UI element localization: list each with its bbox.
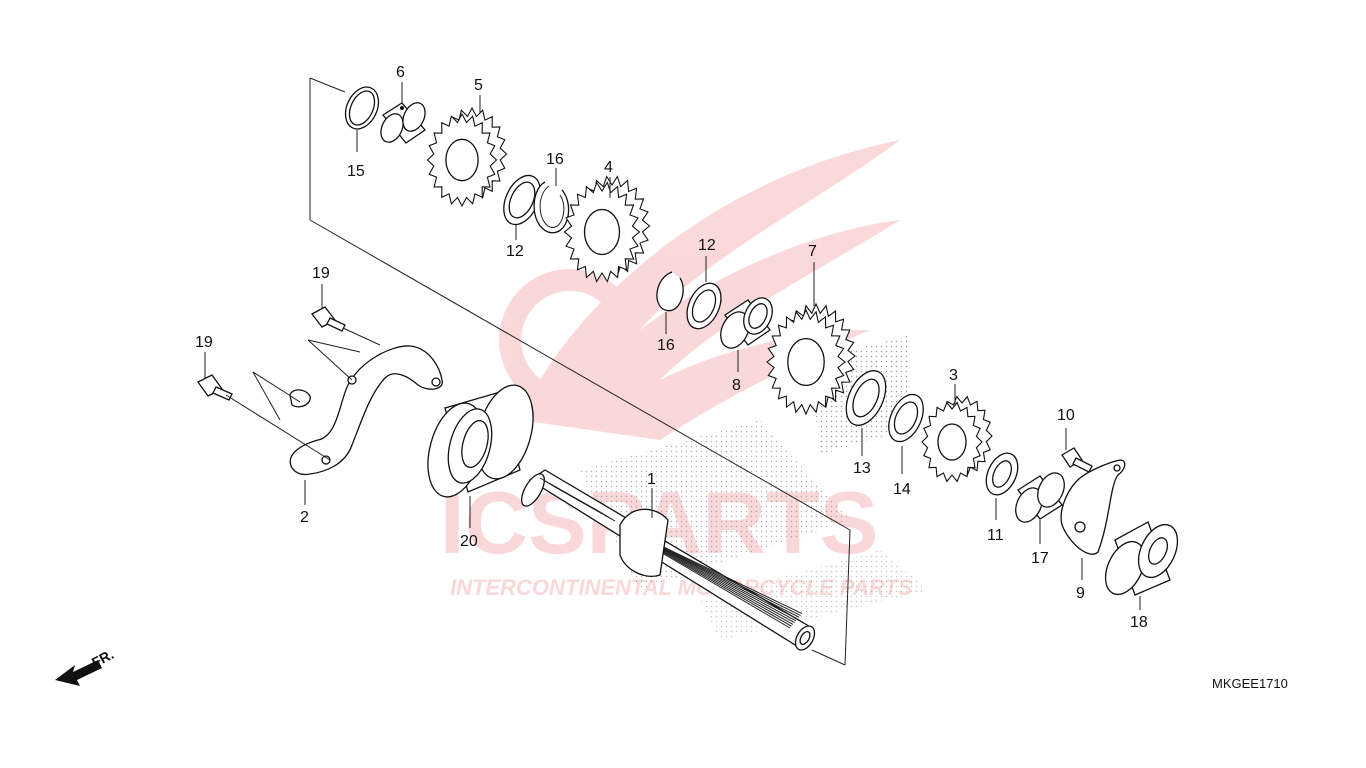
- part-17-needle-bearing: [1015, 472, 1065, 544]
- callout-18: 18: [1130, 614, 1148, 631]
- part-8-needle-bearing: [720, 297, 773, 372]
- part-18-ball-bearing: [1104, 521, 1179, 610]
- part-7-gear: [766, 302, 856, 416]
- part-14-spline-washer: [888, 393, 924, 474]
- callout-labels: 6 5 15 16 4 12 12 7 16 8 3 10 13 14 11 1…: [195, 64, 1148, 631]
- callout-14: 14: [893, 481, 911, 498]
- callout-4: 4: [604, 159, 613, 176]
- callout-11: 11: [987, 527, 1004, 544]
- callout-20: 20: [460, 533, 478, 550]
- part-10-bolt: [1061, 428, 1093, 473]
- watermark-gear-logo: [499, 269, 641, 411]
- callout-12-upper: 12: [506, 243, 524, 260]
- callout-8: 8: [732, 377, 741, 394]
- callout-6: 6: [396, 64, 405, 81]
- callout-19-lower: 19: [195, 334, 213, 351]
- part-5-gear: [426, 106, 508, 208]
- part-9-setting-plate: [1060, 459, 1126, 580]
- part-3-gear: [921, 395, 993, 483]
- callout-9: 9: [1076, 585, 1085, 602]
- assembly-frame: [309, 77, 851, 666]
- part-15-washer: [344, 86, 380, 152]
- callout-1: 1: [647, 471, 656, 488]
- front-indicator: FR.: [55, 646, 116, 686]
- part-12-spline-washer-lower: [686, 256, 722, 330]
- callout-17: 17: [1031, 550, 1049, 567]
- callout-2: 2: [300, 509, 309, 526]
- callout-13: 13: [853, 460, 871, 477]
- part-4-gear: [563, 175, 651, 283]
- part-11-washer: [985, 452, 1019, 520]
- part-12-spline-washer-upper: [503, 174, 541, 240]
- part-19-bolt-upper: [311, 284, 381, 346]
- callout-12-lower: 12: [698, 237, 716, 254]
- part-2-bearing-setting-plate: [225, 339, 443, 505]
- part-16-circlip-upper: [533, 168, 570, 234]
- callout-3: 3: [949, 367, 958, 384]
- callout-7: 7: [808, 243, 817, 260]
- part-1-mainshaft: [520, 469, 816, 651]
- callout-16-upper: 16: [546, 151, 564, 168]
- callout-5: 5: [474, 77, 483, 94]
- front-arrow-icon: [55, 660, 102, 686]
- callout-16-lower: 16: [657, 337, 675, 354]
- part-20-ball-bearing: [427, 384, 534, 528]
- callout-15: 15: [347, 163, 365, 180]
- callout-10: 10: [1057, 407, 1075, 424]
- part-13-spline-washer: [845, 370, 887, 456]
- part-16-circlip-lower: [656, 271, 684, 334]
- part-19-bolt-lower: [197, 352, 233, 401]
- callout-19-upper: 19: [312, 265, 330, 282]
- diagram-code: MKGEE1710: [1212, 676, 1288, 691]
- part-6-bushing: [380, 82, 426, 144]
